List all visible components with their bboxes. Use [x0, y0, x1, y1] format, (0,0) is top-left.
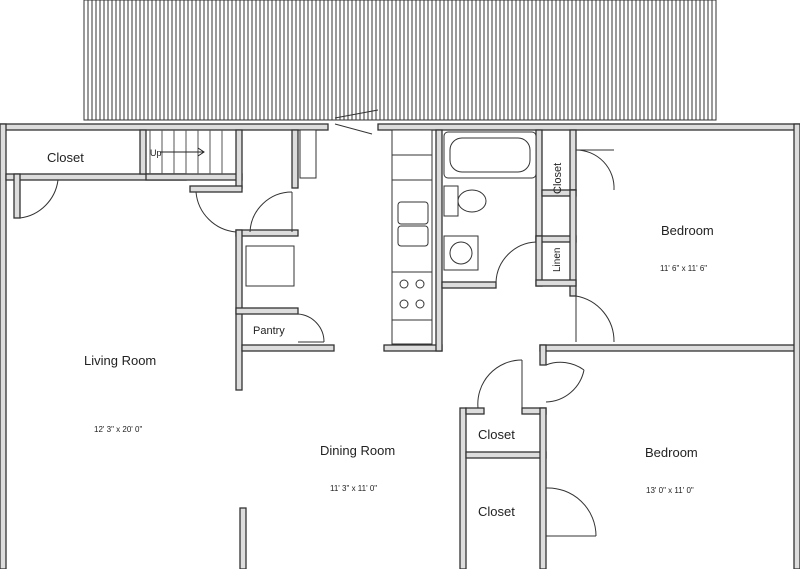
refrigerator-icon	[245, 245, 295, 287]
closet-bedroom2-label: Closet	[478, 504, 515, 519]
bedroom-2-size: 13' 0" x 11' 0"	[646, 486, 694, 495]
dining-room-name: Dining Room	[320, 443, 395, 458]
closet-bedroom1-label: Closet	[552, 163, 564, 194]
bedroom-1-name: Bedroom	[661, 223, 714, 238]
bathroom-fixtures	[443, 131, 537, 271]
bedroom-2-name: Bedroom	[645, 445, 698, 460]
living-room-size: 12' 3" x 20' 0"	[94, 425, 142, 434]
stairs-up-label: Up	[150, 148, 162, 158]
bedroom-1-size: 11' 6" x 11' 6"	[660, 264, 707, 273]
dining-room-size: 11' 3" x 11' 0"	[330, 484, 377, 493]
pantry-label: Pantry	[253, 325, 285, 337]
deck-railing	[83, 0, 717, 121]
sink-icon	[397, 201, 429, 225]
walls	[0, 123, 800, 569]
stairs	[149, 130, 223, 174]
stove-icon	[399, 279, 425, 309]
closet-entry-label: Closet	[47, 150, 84, 165]
door-swings	[19, 109, 615, 537]
closet-hall-label: Closet	[478, 427, 515, 442]
linen-label: Linen	[552, 248, 563, 272]
living-room-name: Living Room	[84, 353, 156, 368]
toilet-icon	[443, 185, 459, 217]
kitchen-fixtures	[245, 129, 433, 345]
